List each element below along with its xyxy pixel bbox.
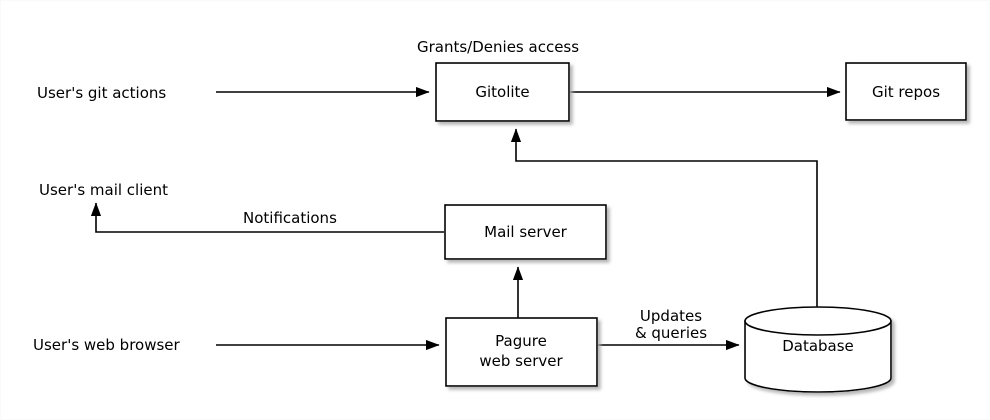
node-pagure-web-server-shape bbox=[445, 317, 598, 387]
node-pagure-web-server[interactable]: Pagure web server bbox=[445, 317, 598, 387]
actor-label-mail-client: User's mail client bbox=[39, 181, 168, 199]
node-git-repos-label: Git repos bbox=[872, 83, 940, 101]
node-gitolite-shape bbox=[435, 62, 570, 122]
edge-label-updates-line1: Updates bbox=[640, 307, 702, 325]
node-mail-server[interactable]: Mail server bbox=[444, 204, 607, 260]
node-gitolite[interactable]: Gitolite bbox=[435, 62, 570, 122]
node-gitolite-label: Gitolite bbox=[475, 83, 529, 101]
edge-label-grants-denies-access: Grants/Denies access bbox=[417, 38, 579, 56]
node-database-top bbox=[744, 306, 892, 336]
node-pagure-web-server-label-line1: Pagure bbox=[495, 332, 547, 350]
node-mail-server-shape bbox=[444, 204, 607, 260]
node-database-label: Database bbox=[782, 337, 854, 355]
edge-database-to-gitolite bbox=[510, 128, 818, 311]
node-mail-server-label: Mail server bbox=[484, 223, 568, 241]
node-git-repos[interactable]: Git repos bbox=[845, 62, 967, 121]
node-git-repos-shape bbox=[845, 62, 967, 121]
actor-label-web-browser: User's web browser bbox=[33, 336, 181, 354]
node-pagure-web-server-label-line2: web server bbox=[479, 352, 563, 370]
edge-label-updates-line2: & queries bbox=[635, 324, 707, 342]
edge-label-notifications: Notifications bbox=[243, 209, 337, 227]
actor-label-git-actions: User's git actions bbox=[37, 84, 166, 102]
edge-mail-server-to-mail-client bbox=[90, 202, 444, 233]
node-database[interactable]: Database bbox=[744, 306, 892, 393]
node-database-body bbox=[744, 320, 892, 393]
